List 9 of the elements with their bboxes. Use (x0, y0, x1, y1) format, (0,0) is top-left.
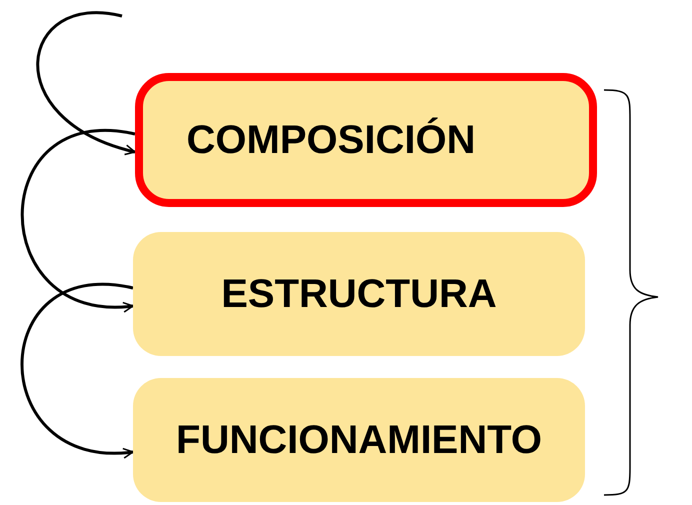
curved-arrow (20, 128, 136, 312)
box-label: COMPOSICIÓN (186, 116, 476, 164)
box-label: ESTRUCTURA (221, 271, 497, 318)
rounded-box (133, 232, 585, 356)
rounded-box (135, 73, 597, 207)
curved-arrow (36, 11, 136, 154)
box-label: FUNCIONAMIENTO (176, 417, 542, 464)
curved-arrow (20, 282, 134, 458)
rounded-box (133, 378, 585, 502)
